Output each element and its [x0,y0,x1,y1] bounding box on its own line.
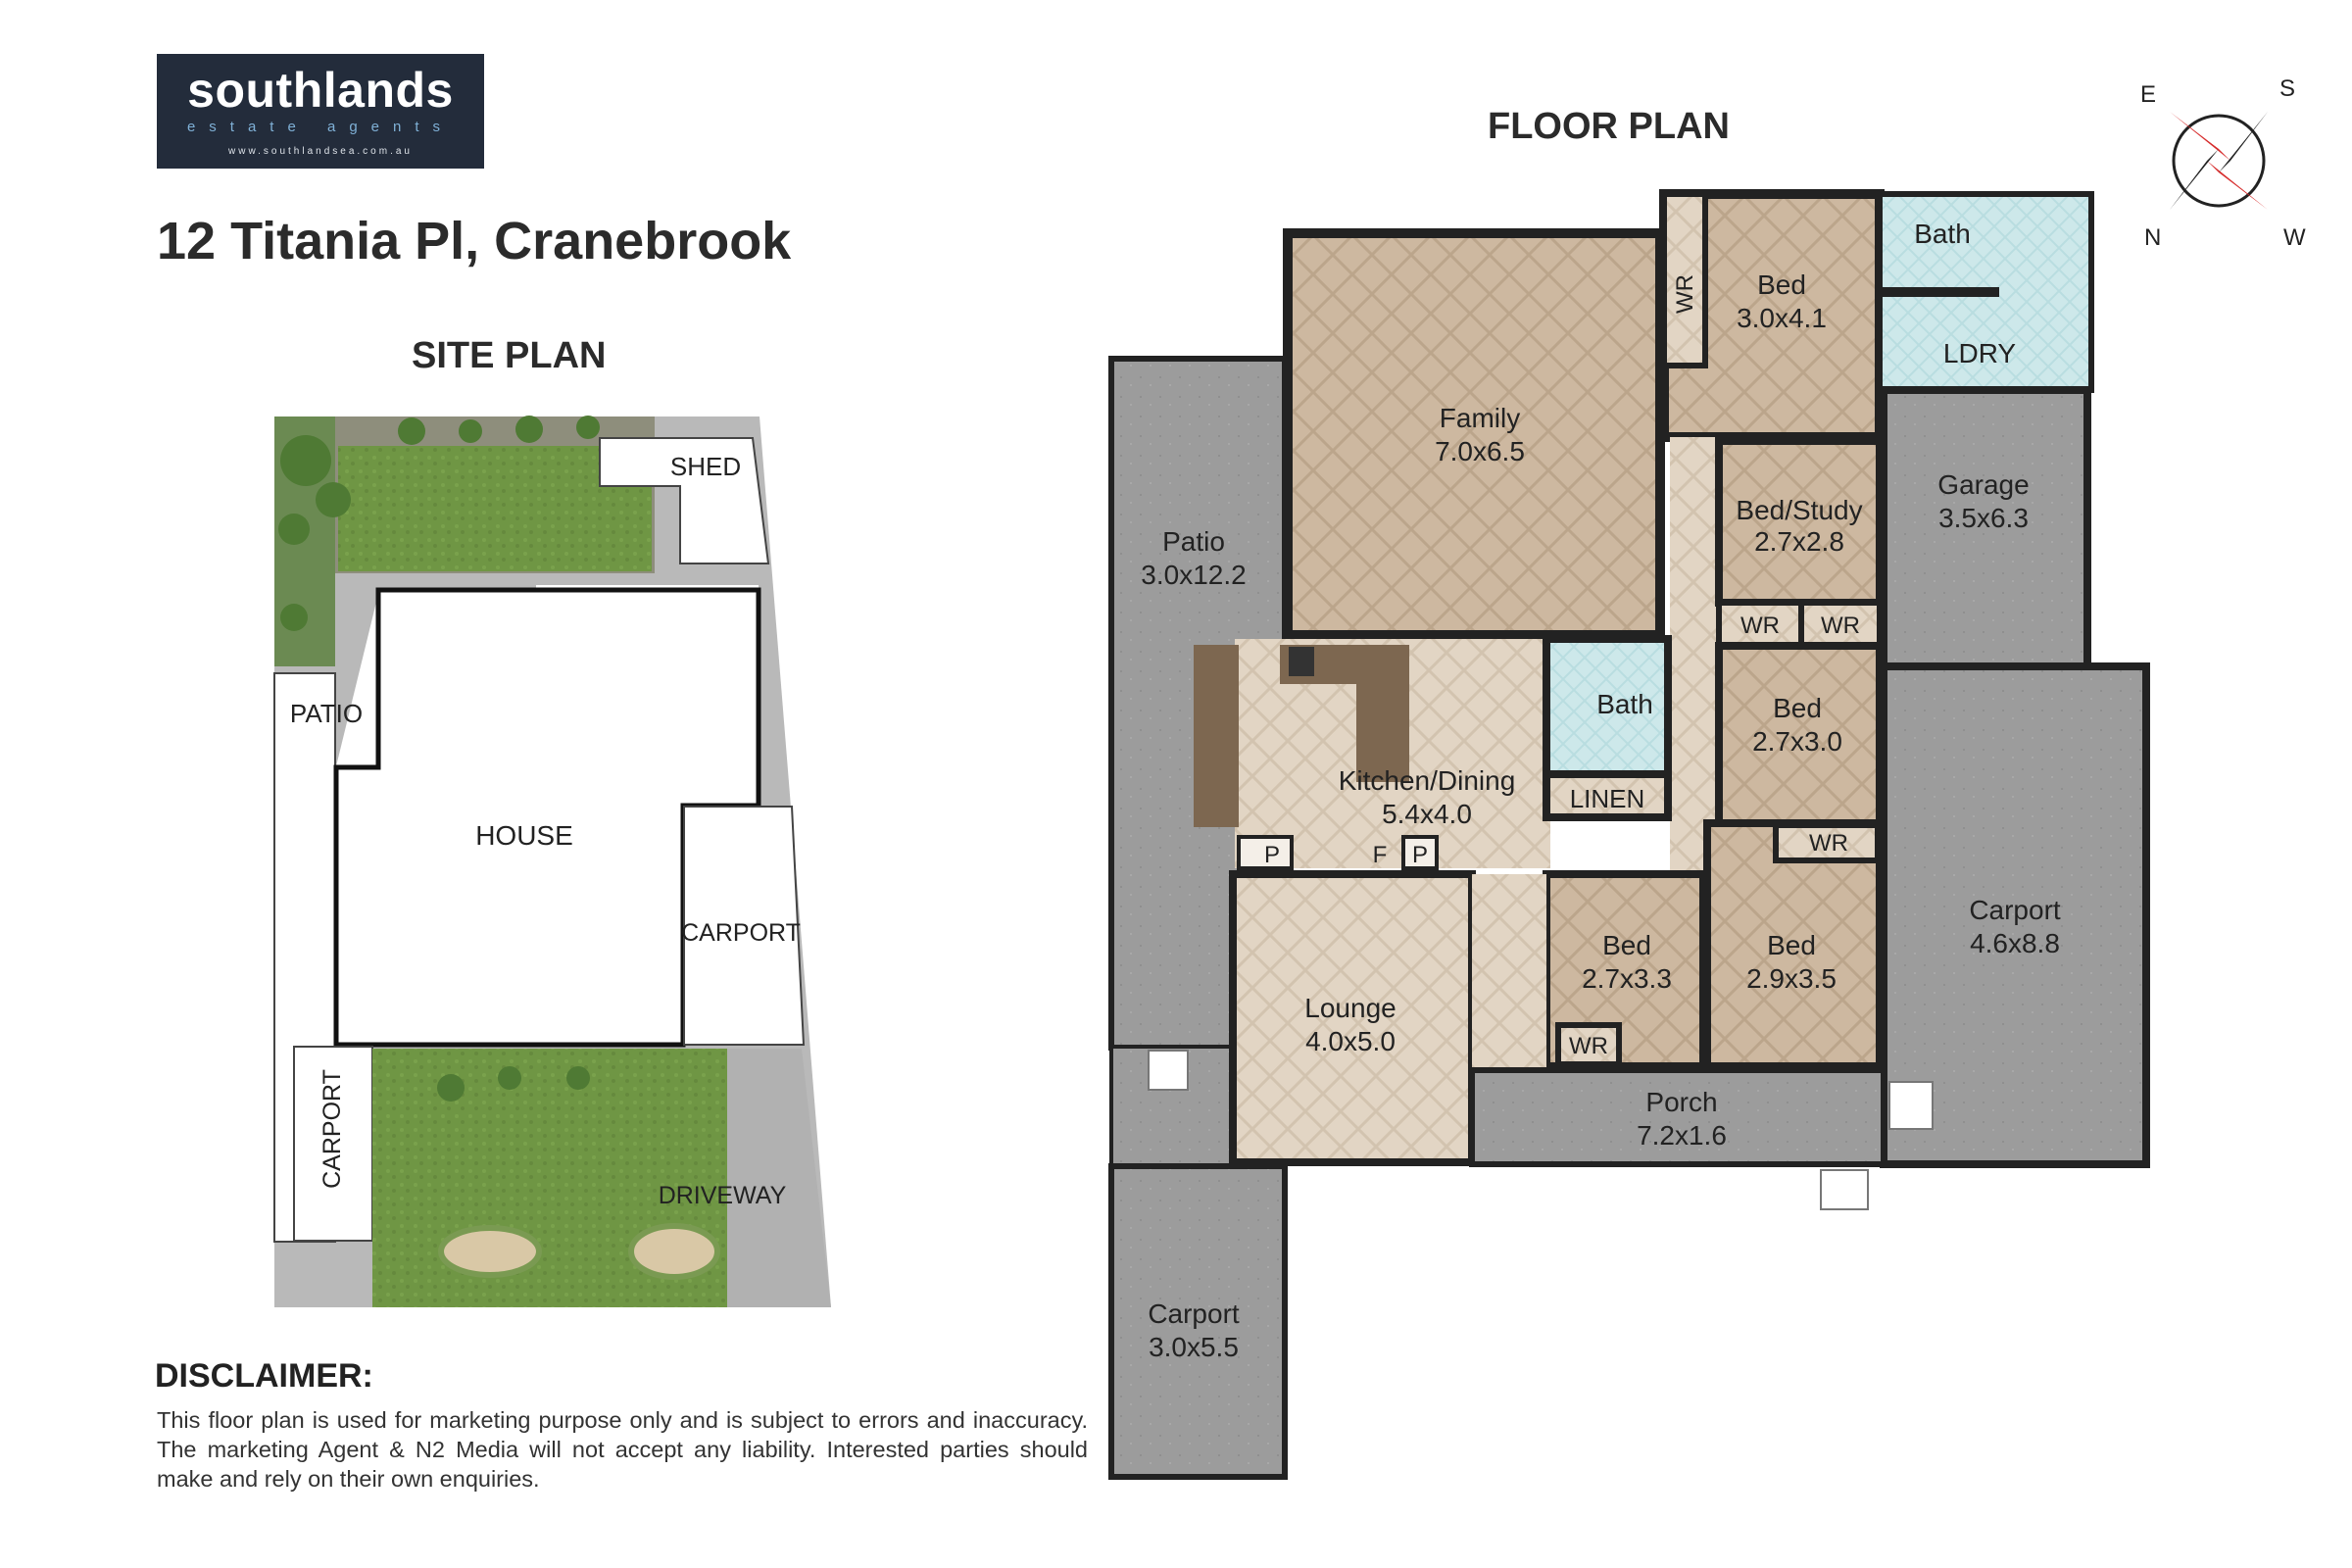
fp-bedstudy [1715,437,1884,607]
room-carport-l-size: 3.0x5.5 [1149,1332,1239,1362]
room-linen-name: LINEN [1570,784,1645,813]
room-bed3-size: 2.7x3.3 [1582,963,1672,994]
site-carport-right [683,806,806,1046]
room-family-size: 7.0x6.5 [1435,436,1525,466]
label-house: HOUSE [475,820,573,851]
compass-n: N [2144,224,2161,251]
room-lounge-name: Lounge [1304,993,1396,1023]
company-logo: southlands estate agents www.southlandse… [157,54,484,169]
room-bed4-size: 2.9x3.5 [1746,963,1837,994]
site-carport-left [293,1046,373,1242]
floor-plan-graphic [1108,189,2150,1480]
disclaimer-text: This floor plan is used for marketing pu… [157,1407,1088,1492]
room-bed1-size: 3.0x4.1 [1737,303,1827,333]
compass-w: W [2283,224,2306,251]
room-patio-size: 3.0x12.2 [1141,560,1246,590]
room-porch-name: Porch [1645,1087,1717,1117]
room-ldry-name: LDRY [1943,338,2017,368]
disclaimer-title: DISCLAIMER: [155,1357,373,1395]
label-carport-right: CARPORT [681,919,801,947]
wr-label-bed4: WR [1809,830,1848,857]
room-bath1-name: Bath [1914,219,1971,249]
shed [599,437,770,564]
wr-label-bedstudy: WR [1740,612,1780,639]
wr-label-bed1: WR [1672,274,1698,314]
room-bed4-name: Bed [1767,930,1816,960]
wr-label-bed2: WR [1821,612,1860,639]
floor-plan-title: FLOOR PLAN [1488,106,1730,147]
driveway [727,1049,831,1307]
fp-porch [1469,1067,1886,1167]
compass-icon: S E W N [2140,75,2306,251]
fp-carport-left [1108,1163,1288,1480]
label-shed: SHED [670,452,741,481]
room-patio-name: Patio [1162,526,1225,557]
logo-url: www.southlandsea.com.au [228,146,413,157]
label-carport-left: CARPORT [318,1069,346,1189]
room-garage-name: Garage [1937,469,2029,500]
room-carport-r-name: Carport [1969,895,2061,925]
site-plan-graphic [273,416,831,1307]
site-plan-title: SITE PLAN [412,335,607,376]
room-kitchen-name: Kitchen/Dining [1339,765,1516,796]
fp-lounge [1229,870,1476,1166]
fp-bath2 [1543,635,1672,778]
compass-s: S [2279,75,2295,102]
logo-brand: southlands [187,63,454,118]
room-carport-l-name: Carport [1148,1298,1240,1329]
room-bed3-name: Bed [1602,930,1651,960]
fridge-label: F [1373,842,1388,868]
room-carport-r-size: 4.6x8.8 [1970,928,2060,958]
room-garage-size: 3.5x6.3 [1938,503,2029,533]
fp-linen [1543,770,1672,821]
room-bed2-name: Bed [1773,693,1822,723]
pantry-label-2: P [1412,842,1428,868]
logo-subtitle: estate agents [186,119,455,135]
wr-label-bed3: WR [1569,1033,1608,1059]
fp-wr-bed1 [1661,191,1708,368]
pantry-label-1: P [1264,842,1280,868]
room-family-name: Family [1440,403,1520,433]
room-bath2-name: Bath [1596,689,1653,719]
room-kitchen-size: 5.4x4.0 [1382,799,1472,829]
room-bedstudy-name: Bed/Study [1736,495,1862,525]
room-bed1-name: Bed [1757,270,1806,300]
property-address: 12 Titania Pl, Cranebrook [157,212,792,270]
compass-e: E [2140,81,2156,108]
label-patio: PATIO [290,699,363,728]
label-driveway: DRIVEWAY [659,1182,787,1209]
fp-family [1283,228,1665,640]
room-bed2-size: 2.7x3.0 [1752,726,1842,757]
room-porch-size: 7.2x1.6 [1637,1120,1727,1151]
room-lounge-size: 4.0x5.0 [1305,1026,1396,1056]
room-bedstudy-size: 2.7x2.8 [1754,526,1844,557]
